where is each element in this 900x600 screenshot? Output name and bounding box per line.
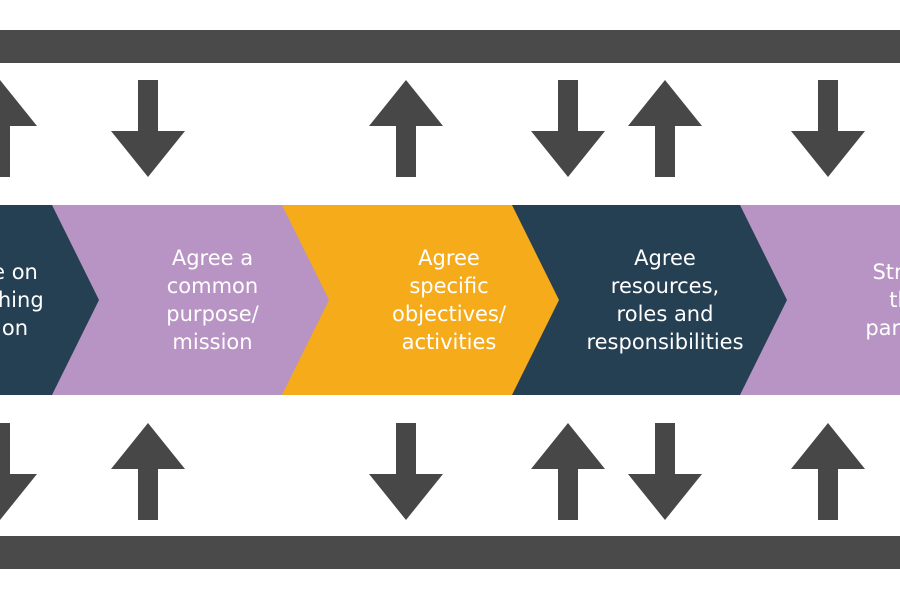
arrow-layer	[0, 80, 865, 520]
step-label-1: e on ching on	[0, 205, 90, 395]
arrow-down-icon	[531, 80, 605, 177]
step-5-line-1: Struc	[872, 260, 900, 284]
step-4-line-3: roles and	[616, 302, 714, 326]
step-3-line-2: specific	[409, 274, 489, 298]
step-4-line-2: resources,	[610, 274, 720, 298]
chevron-step-2	[52, 205, 342, 395]
arrow-up-icon	[369, 80, 443, 177]
arrow-up-icon	[0, 80, 37, 177]
step-1-line-1: e on	[0, 260, 38, 284]
arrow-down-icon	[628, 423, 702, 520]
arrow-up-icon	[791, 423, 865, 520]
arrow-up-icon	[628, 80, 702, 177]
arrow-up-icon	[111, 423, 185, 520]
step-2-line-3: purpose/	[166, 302, 259, 326]
arrow-down-icon	[791, 80, 865, 177]
arrow-up-icon	[531, 423, 605, 520]
step-5-line-2: th	[889, 288, 900, 312]
step-3-line-1: Agree	[418, 246, 480, 270]
bottom-bar	[0, 536, 900, 569]
step-5-line-3: partne	[865, 316, 900, 340]
arrow-down-icon	[369, 423, 443, 520]
step-3-line-3: objectives/	[392, 302, 506, 326]
step-2-line-2: common	[166, 274, 259, 298]
step-label-3: Agree specific objectives/ activities	[363, 205, 535, 395]
step-label-2: Agree a common purpose/ mission	[130, 205, 295, 395]
chevron-layer	[0, 205, 900, 395]
step-2-line-1: Agree a	[171, 246, 254, 270]
arrow-down-icon	[111, 80, 185, 177]
step-1-line-3: on	[1, 316, 29, 340]
chevron-step-3	[282, 205, 572, 395]
step-label-5: Struc th partne	[825, 205, 900, 395]
top-bar	[0, 30, 900, 63]
step-4-line-1: Agree	[634, 246, 696, 270]
step-label-4: Agree resources, roles and responsibilit…	[560, 205, 770, 395]
step-1-line-2: ching	[0, 288, 44, 312]
step-4-line-4: responsibilities	[586, 330, 744, 354]
chevron-step-4	[512, 205, 804, 395]
step-3-line-4: activities	[401, 330, 497, 354]
step-2-line-4: mission	[172, 330, 253, 354]
arrow-down-icon	[0, 423, 37, 520]
chevron-step-5	[740, 205, 900, 395]
